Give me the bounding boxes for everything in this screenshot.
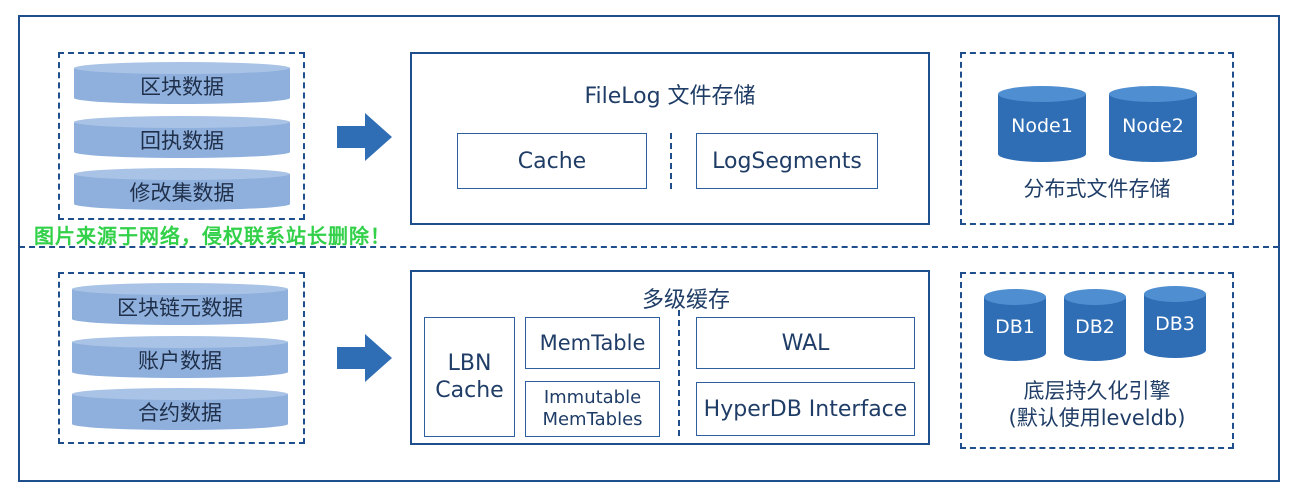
node-label: Node1: [1011, 115, 1073, 137]
disk-label: 区块数据: [140, 75, 224, 99]
db-label: DB3: [1155, 313, 1195, 335]
divider: [678, 310, 680, 436]
disk-receipt-data: 回执数据: [74, 116, 290, 158]
memtables-label: MemTables: [542, 409, 643, 430]
distributed-storage-group: [960, 52, 1234, 225]
cache-label: Cache: [517, 148, 587, 174]
arrow-right-icon: [337, 334, 392, 382]
lbn-cache-box: LBN Cache: [424, 317, 515, 437]
memtable-box: MemTable: [525, 317, 660, 369]
db2-cylinder: DB2: [1064, 289, 1126, 361]
top-data-group: [58, 52, 305, 220]
immutable-memtables-box: Immutable MemTables: [525, 381, 660, 437]
watermark-text: 图片来源于网络，侵权联系站长删除！: [34, 224, 391, 248]
db-label: DB1: [995, 316, 1035, 338]
disk-changeset-data: 修改集数据: [74, 168, 290, 210]
divider: [670, 133, 672, 189]
arrow-right-icon: [337, 113, 392, 161]
node1-cylinder: Node1: [998, 86, 1086, 162]
immutable-label: Immutable: [543, 387, 642, 408]
hyperdb-interface-box: HyperDB Interface: [696, 382, 915, 436]
disk-label: 合约数据: [138, 401, 222, 425]
persistence-subcaption: (默认使用leveldb): [1008, 406, 1186, 430]
wal-box: WAL: [696, 317, 915, 369]
disk-label: 回执数据: [140, 129, 224, 153]
db1-cylinder: DB1: [984, 289, 1046, 361]
distributed-caption: 分布式文件存储: [1023, 177, 1171, 201]
diagram-frame: [18, 15, 1280, 482]
section-divider: [19, 246, 1279, 248]
node-label: Node2: [1122, 115, 1184, 137]
disk-contract-data: 合约数据: [72, 388, 288, 430]
node2-cylinder: Node2: [1109, 86, 1197, 162]
disk-block-data: 区块数据: [74, 62, 290, 104]
disk-label: 区块链元数据: [117, 296, 243, 320]
db-label: DB2: [1075, 316, 1115, 338]
disk-account-data: 账户数据: [72, 336, 288, 378]
disk-label: 账户数据: [138, 349, 222, 373]
persistence-caption: 底层持久化引擎: [1023, 379, 1171, 403]
bottom-data-group: [58, 272, 305, 444]
cache-title: 多级缓存: [642, 288, 731, 313]
hyperdb-label: HyperDB Interface: [703, 396, 908, 422]
wal-label: WAL: [781, 330, 830, 356]
logsegments-box: LogSegments: [696, 133, 878, 189]
logsegments-label: LogSegments: [712, 148, 862, 174]
persistence-engine-group: [960, 272, 1234, 449]
cache-label: Cache: [435, 378, 504, 403]
disk-chain-metadata: 区块链元数据: [72, 283, 288, 325]
cache-box: Cache: [457, 133, 647, 189]
disk-label: 修改集数据: [129, 181, 235, 205]
filelog-title: FileLog 文件存储: [584, 84, 756, 109]
memtable-label: MemTable: [539, 331, 646, 355]
db3-cylinder: DB3: [1144, 286, 1206, 358]
lbn-label: LBN: [447, 351, 492, 376]
